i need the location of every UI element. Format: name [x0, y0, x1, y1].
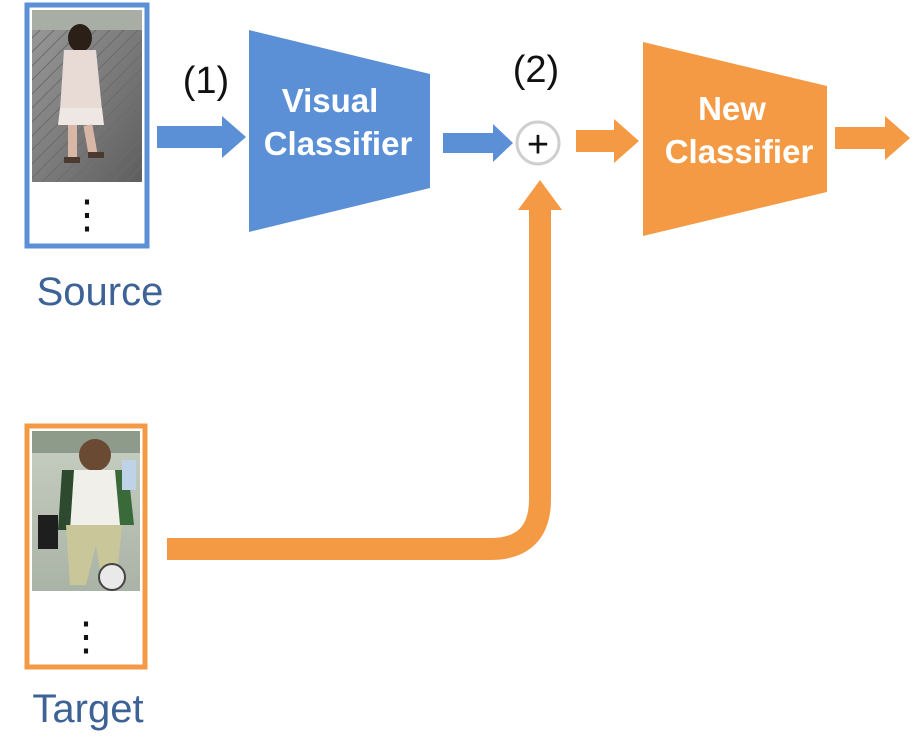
visual-classifier-label-line2: Classifier	[264, 125, 413, 162]
step-1-label: (1)	[183, 60, 229, 102]
arrow-sum-to-new-classifier	[576, 119, 639, 163]
sum-symbol: +	[527, 124, 549, 166]
new-classifier-label-line2: Classifier	[665, 133, 814, 170]
arrow-visual-to-sum	[443, 124, 513, 162]
new-classifier-label-line1: New	[698, 90, 766, 127]
step-2-label: (2)	[513, 49, 559, 91]
target-label: Target	[32, 687, 143, 731]
arrow-target-to-sum	[167, 180, 562, 560]
sum-node: +	[515, 120, 561, 166]
target-panel: ⋮	[24, 423, 148, 670]
arrow-output	[835, 116, 910, 160]
target-person-image	[32, 431, 140, 591]
arrow-source-to-visual-classifier	[157, 116, 246, 158]
visual-classifier-label-line1: Visual	[282, 82, 379, 119]
source-ellipsis: ⋮	[67, 193, 107, 237]
source-label: Source	[37, 270, 164, 314]
source-panel: ⋮	[24, 2, 150, 249]
source-person-image	[32, 10, 142, 182]
target-ellipsis: ⋮	[66, 615, 106, 659]
new-classifier-block: New Classifier	[643, 42, 827, 236]
visual-classifier-block: Visual Classifier	[249, 30, 430, 232]
